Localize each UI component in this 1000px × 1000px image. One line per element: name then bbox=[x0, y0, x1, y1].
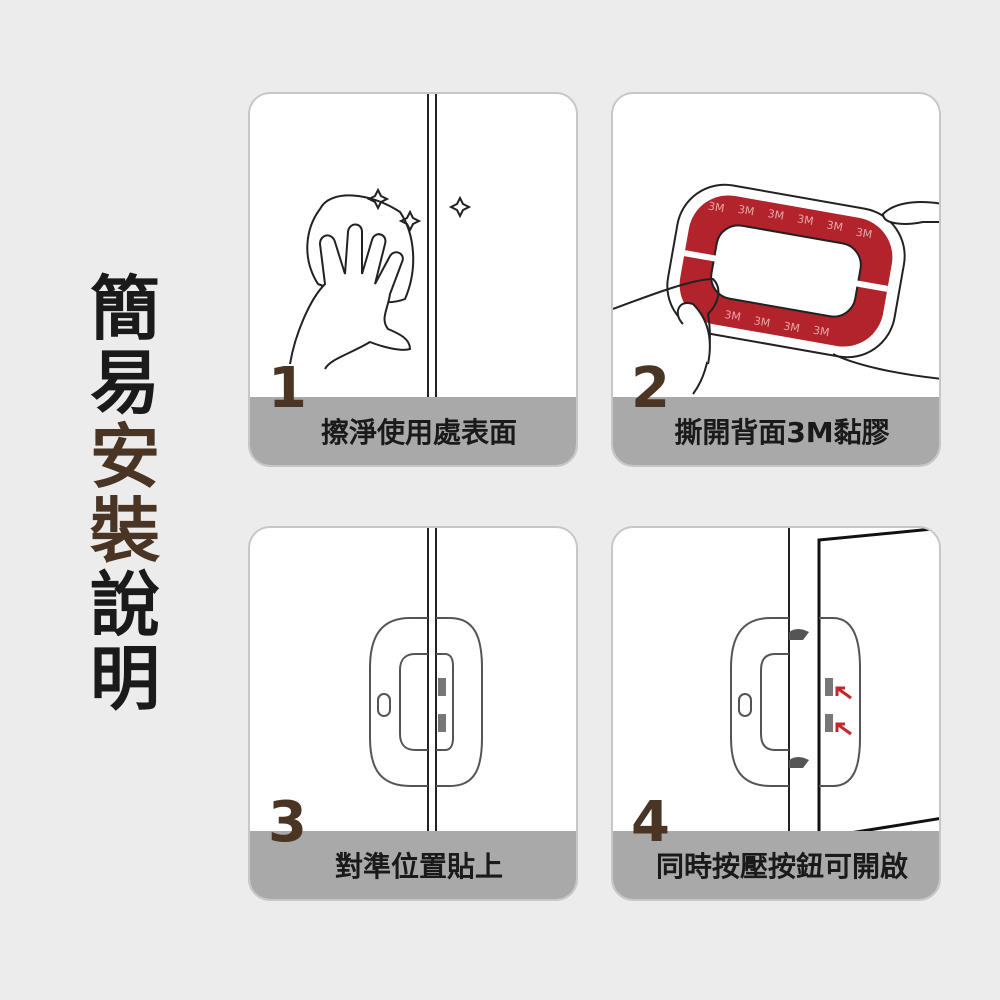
step-4-card: 同時按壓按鈕可開啟 4 bbox=[611, 526, 941, 901]
svg-text:3M: 3M bbox=[812, 324, 831, 340]
sparkle-icon bbox=[448, 195, 472, 219]
step-3-card: 對準位置貼上 3 bbox=[248, 526, 578, 901]
step-number: 3 bbox=[268, 790, 307, 855]
title-char: 簡 bbox=[90, 268, 160, 350]
step-number: 2 bbox=[631, 356, 670, 421]
wipe-surface-illustration bbox=[289, 94, 472, 404]
svg-text:3M: 3M bbox=[782, 319, 801, 335]
svg-text:3M: 3M bbox=[796, 212, 815, 228]
step-2-caption-bar: 撕開背面3M黏膠 bbox=[613, 397, 939, 465]
title-char: 安 bbox=[90, 416, 160, 498]
step-caption: 對準位置貼上 bbox=[334, 850, 503, 883]
step-4-caption-bar: 同時按壓按鈕可開啟 bbox=[613, 831, 939, 899]
svg-text:3M: 3M bbox=[723, 308, 742, 324]
sparkle-icon bbox=[366, 187, 390, 211]
svg-text:3M: 3M bbox=[826, 218, 845, 234]
instructions-title: 簡 易 安 裝 說 明 bbox=[80, 272, 170, 716]
step-caption: 同時按壓按鈕可開啟 bbox=[655, 850, 908, 883]
step-1-caption-bar: 擦淨使用處表面 bbox=[250, 397, 576, 465]
title-char: 明 bbox=[90, 638, 160, 720]
svg-text:3M: 3M bbox=[707, 200, 726, 216]
svg-text:3M: 3M bbox=[767, 207, 786, 223]
peel-tape-illustration: 3M 3M 3M 3M 3M 3M 3M 3M 3M 3M bbox=[613, 183, 939, 395]
step-2-card: 3M 3M 3M 3M 3M 3M 3M 3M 3M 3M 撕開背面3M黏膠 2 bbox=[611, 92, 941, 467]
title-char: 裝 bbox=[90, 490, 160, 572]
svg-text:3M: 3M bbox=[753, 314, 772, 330]
step-caption: 撕開背面3M黏膠 bbox=[674, 416, 890, 449]
title-char: 易 bbox=[90, 342, 160, 424]
step-1-card: 擦淨使用處表面 1 bbox=[248, 92, 578, 467]
press-arrow-icon bbox=[835, 722, 852, 736]
step-number: 4 bbox=[631, 790, 670, 855]
step-3-caption-bar: 對準位置貼上 bbox=[250, 831, 576, 899]
step-number: 1 bbox=[268, 356, 307, 421]
title-char: 說 bbox=[90, 564, 160, 646]
press-arrow-icon bbox=[835, 686, 852, 700]
press-buttons-illustration bbox=[730, 528, 939, 840]
align-lock-illustration bbox=[369, 528, 483, 838]
svg-text:3M: 3M bbox=[737, 203, 756, 219]
svg-text:3M: 3M bbox=[855, 226, 874, 242]
step-caption: 擦淨使用處表面 bbox=[320, 416, 517, 449]
sparkle-icon bbox=[398, 209, 422, 233]
